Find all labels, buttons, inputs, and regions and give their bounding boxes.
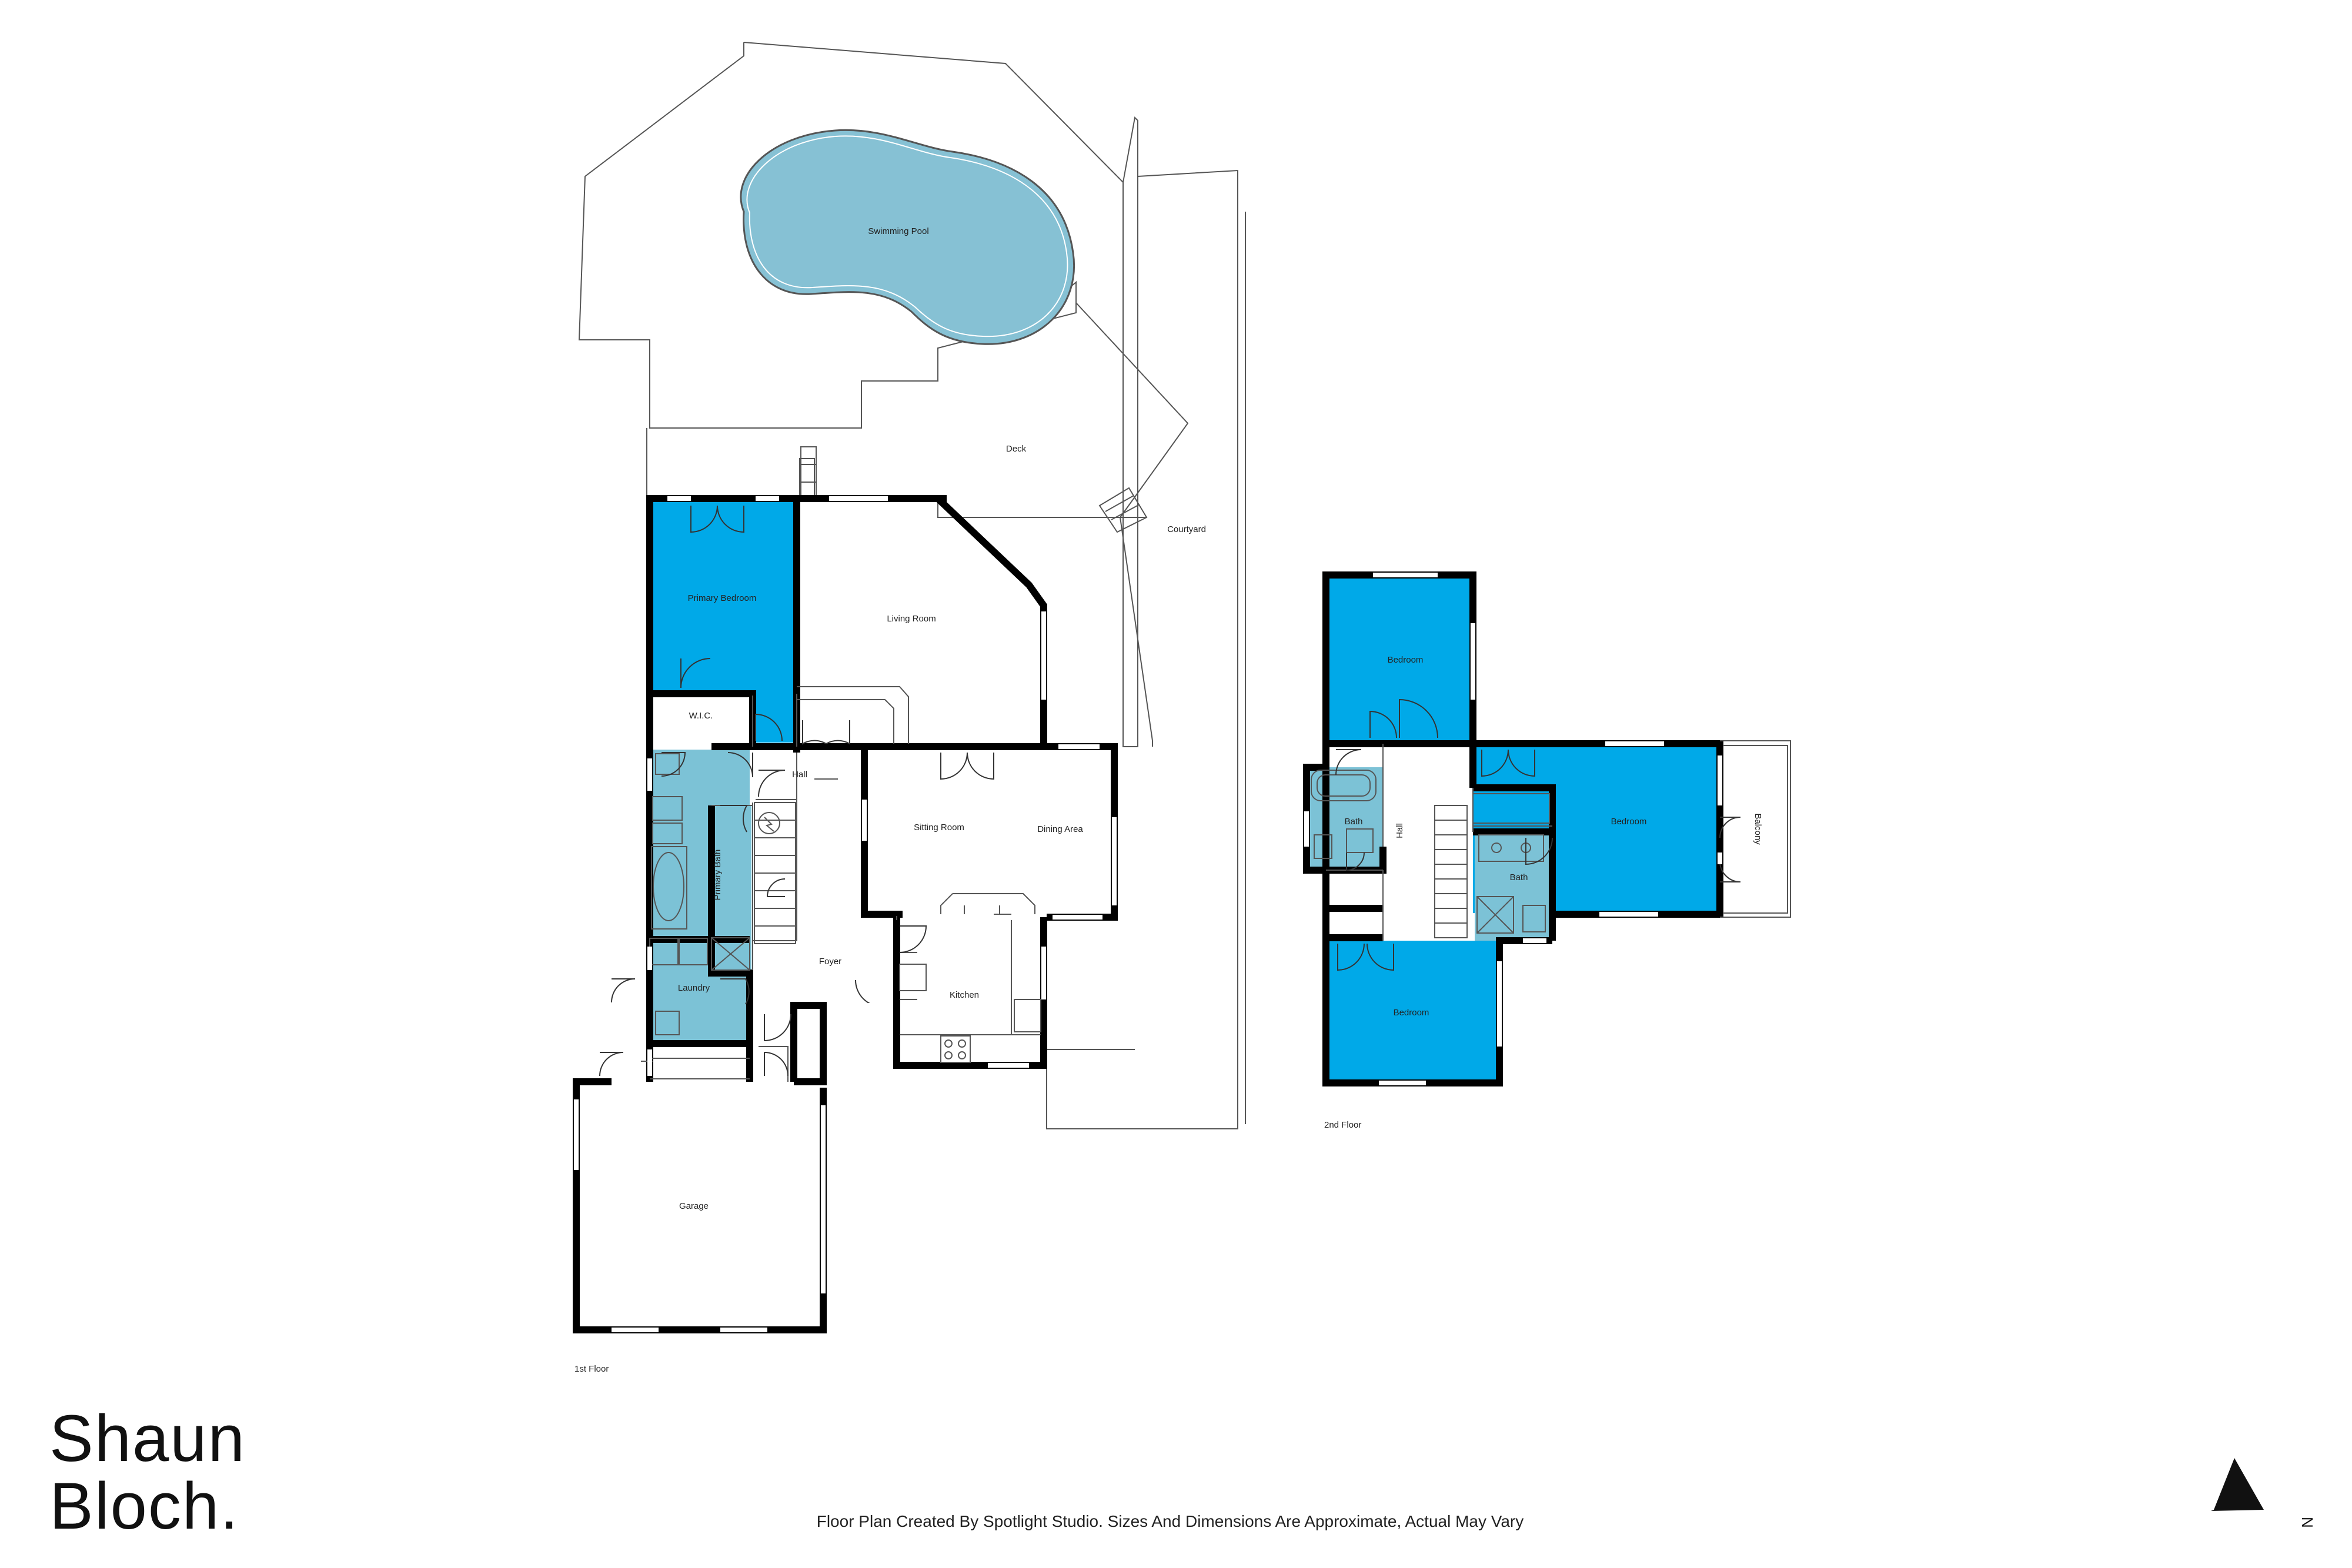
foyer-walls [746, 1002, 827, 1085]
room-label-bath-right: Bath [1510, 872, 1528, 882]
courtyard-outline [1046, 169, 1238, 1129]
floor-label-first: 1st Floor [574, 1364, 609, 1374]
room-label-courtyard: Courtyard [1167, 524, 1206, 534]
swimming-pool [740, 129, 1075, 345]
second-floor-labels: Bedroom Bath Hall Bedroom Bath Balcony B… [1324, 655, 1763, 1130]
floor-label-second: 2nd Floor [1324, 1120, 1361, 1130]
room-label-bath-left: Bath [1345, 817, 1363, 827]
room-label-living-room: Living Room [887, 614, 936, 624]
second-floor-doors [1335, 698, 1741, 971]
pool-deck-outline [743, 42, 1138, 747]
bath-left-walls [1303, 764, 1387, 874]
second-floor-windows [1304, 573, 1722, 1085]
deck-side-outline [1075, 302, 1189, 747]
first-floor-doors [599, 505, 994, 1076]
bedroom-bottom-fill [1328, 941, 1498, 1082]
room-label-bedroom-top: Bedroom [1388, 655, 1424, 665]
upper-deck-outline [578, 42, 1077, 429]
brand-line-1: Shaun [49, 1402, 246, 1475]
first-floor-windows [574, 496, 1117, 1332]
laundry-fill [650, 938, 750, 1041]
room-label-primary-bath: Primary Bath [713, 850, 723, 901]
room-label-swimming-pool: Swimming Pool [868, 226, 928, 236]
first-floor-fills [650, 502, 794, 1041]
room-label-foyer: Foyer [819, 957, 841, 967]
first-floor-labels: Swimming Pool Deck Courtyard Primary Bed… [574, 226, 1206, 1374]
room-label-hall: Hall [792, 770, 807, 780]
room-label-kitchen: Kitchen [950, 990, 979, 1000]
primary-bedroom-walls [646, 495, 800, 750]
upper-hall-walls [1326, 740, 1723, 941]
room-label-bedroom-bottom: Bedroom [1394, 1008, 1429, 1018]
bedroom-bottom-walls [1322, 744, 1552, 1086]
first-floor-stairs [754, 802, 796, 944]
closet-walls [1326, 905, 1383, 941]
brand-logo: Shaun Bloch. [49, 1402, 246, 1543]
primary-bedroom-fill [650, 502, 794, 696]
room-label-garage: Garage [679, 1201, 709, 1211]
first-floor-partitions [641, 686, 1041, 1082]
disclaimer-text: Floor Plan Created By Spotlight Studio. … [817, 1512, 1524, 1530]
room-label-wic: W.I.C. [689, 711, 713, 721]
room-label-upper-hall: Hall [1395, 823, 1405, 838]
room-label-balcony: Balcony [1753, 813, 1763, 845]
north-arrow-icon: N [2211, 1458, 2316, 1528]
room-label-dining-area: Dining Area [1037, 824, 1083, 834]
second-floor-stairs [1435, 820, 1467, 924]
first-floor-fixtures [649, 753, 1041, 1063]
room-label-sitting-room: Sitting Room [914, 823, 964, 833]
room-label-bedroom-right: Bedroom [1611, 817, 1647, 827]
brand-line-2: Bloch. [49, 1469, 239, 1543]
room-label-laundry: Laundry [678, 983, 710, 993]
deck-stairs [1098, 487, 1148, 533]
sitting-room-walls [861, 747, 903, 918]
room-label-deck: Deck [1006, 444, 1027, 454]
second-floor-fixtures [1311, 770, 1550, 934]
room-label-primary-bedroom: Primary Bedroom [688, 593, 757, 603]
primary-bedroom-lower-fill [753, 696, 794, 743]
pool-inner-edge [746, 135, 1068, 337]
upper-right-edge [1473, 784, 1556, 832]
north-letter: N [2298, 1517, 2316, 1528]
